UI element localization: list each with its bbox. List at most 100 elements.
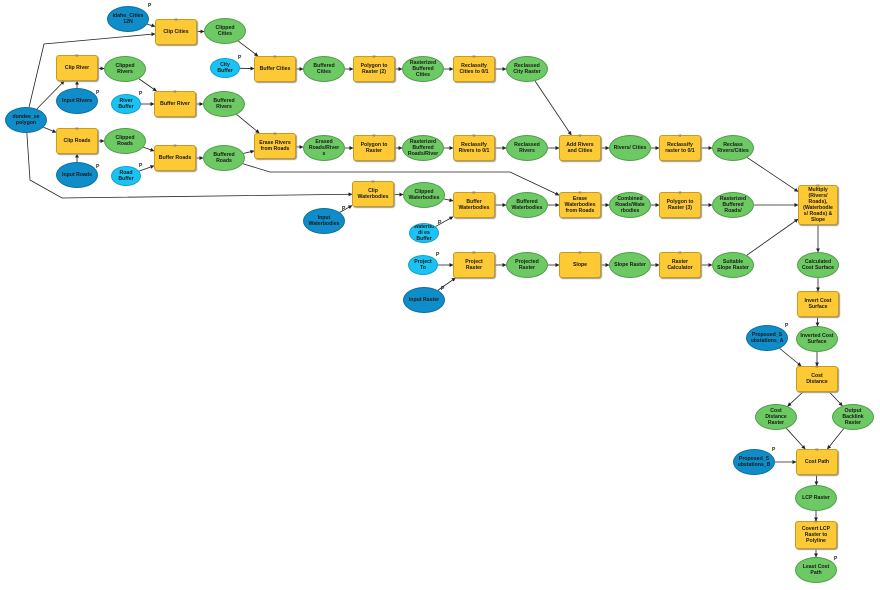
tool-add-rivers-cities[interactable]: Add Rivers and Cities⚒: [559, 134, 601, 161]
hammer-icon: ⚒: [472, 133, 476, 138]
tool-buffer-roads[interactable]: Buffer Roads⚒: [154, 144, 196, 171]
connector-input-raster-to-project-raster[interactable]: [437, 277, 456, 291]
connector-dundee-to-clip-roads[interactable]: [43, 126, 57, 133]
connector-reclassed-city-to-add-rivers-cities[interactable]: [534, 80, 572, 136]
tool-reclass-cities[interactable]: Reclassify Cities to 0/1⚒: [453, 55, 495, 82]
data-idaho-cities[interactable]: Idaho_Cities 12N: [107, 6, 149, 32]
tool-clip-cities[interactable]: Clip Cities⚒: [155, 17, 197, 45]
tool-poly-raster[interactable]: Polygon to Raster⚒: [353, 134, 395, 161]
data-road-buffer[interactable]: Road Buffer: [111, 166, 141, 186]
data-reclassed-city[interactable]: Reclassed City Raster: [506, 56, 548, 82]
data-backlink[interactable]: Output Backlink Raster: [832, 404, 874, 430]
tool-erase-rivers[interactable]: Erase Rivers from Roads⚒: [254, 132, 296, 159]
data-clipped-waterbodies[interactable]: Clipped Waterbodies: [403, 182, 445, 208]
connector-cost-distance-to-backlink[interactable]: [829, 391, 843, 407]
data-clipped-cities[interactable]: Clipped Cities: [204, 18, 246, 44]
tool-multiply[interactable]: Multiply (Rivers/ Roads), (Waterbodies/ …: [798, 184, 838, 225]
data-rasterized-cities[interactable]: Rasterized Buffered Cities: [402, 56, 444, 82]
connector-road-buffer-to-buffer-roads[interactable]: [138, 165, 155, 172]
hammer-icon: ⚒: [174, 17, 178, 22]
data-dundee[interactable]: dundee_se polygon: [5, 107, 47, 133]
data-rasterized-roads[interactable]: Rasterized Buffered Roads/: [712, 192, 754, 218]
connector-input-waterbodies-to-clip-waterbodies[interactable]: [339, 205, 353, 213]
data-reclass-rivers-cities[interactable]: Reclass Rivers/Cities: [712, 135, 754, 161]
data-input-raster[interactable]: Input Raster: [403, 287, 445, 313]
tool-clip-roads[interactable]: Clip Roads⚒: [56, 127, 98, 154]
connector-clipped-rivers-to-buffer-river[interactable]: [138, 78, 157, 92]
data-buffered-cities[interactable]: Buffered Cities: [303, 56, 345, 82]
connector-clipped-roads-to-buffer-roads[interactable]: [143, 146, 155, 152]
data-slope-raster[interactable]: Slope Raster: [609, 252, 651, 278]
tool-poly-raster-3[interactable]: Polygon to Raster (3)⚒: [659, 191, 701, 218]
connector-buffered-roads-to-erase-waterbodies[interactable]: [242, 163, 560, 196]
parameter-marker: P: [342, 206, 346, 212]
tool-convert-lcp[interactable]: Covert LCP Raster to Polyline⚒: [795, 520, 837, 549]
data-rasterized-roads-river[interactable]: Rasterized Buffered Roads/River: [402, 135, 444, 161]
data-least-cost-path[interactable]: Least Cost Path: [795, 557, 837, 583]
data-cost-dist-raster[interactable]: Cost Distance Raster: [755, 404, 797, 430]
data-inverted-cost[interactable]: Inverted Cost Surface: [796, 326, 838, 352]
data-clipped-rivers[interactable]: Clipped Rivers: [104, 56, 146, 82]
connector-dundee-to-clip-river[interactable]: [36, 80, 65, 110]
hammer-icon: ⚒: [815, 447, 819, 452]
connector-backlink-to-cost-path[interactable]: [827, 428, 844, 450]
data-buffered-rivers[interactable]: Buffered Rivers: [203, 91, 245, 117]
connector-reclass-rivers-cities-to-multiply[interactable]: [747, 157, 799, 192]
data-reclassed-rivers[interactable]: Reclassed Rivers: [506, 135, 548, 161]
connector-idaho-cities-to-clip-cities[interactable]: [147, 23, 156, 28]
tool-clip-river[interactable]: Clip River⚒: [56, 54, 98, 81]
data-projected-raster[interactable]: Projected Raster: [506, 252, 548, 278]
parameter-marker: P: [785, 323, 789, 329]
tool-buffer-cities[interactable]: Buffer Cities⚒: [254, 55, 296, 82]
data-input-rivers[interactable]: Input Rivers: [56, 88, 98, 114]
connector-clipped-waterbodies-to-buffer-waterbodies[interactable]: [443, 198, 454, 203]
tool-slope[interactable]: Slope⚒: [559, 251, 601, 278]
tool-reclass-rivers[interactable]: Reclassify Rivers to 0/1⚒: [453, 133, 495, 161]
data-lcp-raster[interactable]: LCP Raster: [795, 485, 837, 511]
data-river-buffer[interactable]: River Buffer: [111, 94, 141, 114]
tool-cost-distance[interactable]: Cost Distance⚒: [796, 365, 838, 392]
tool-erase-waterbodies[interactable]: Erase Waterbodies from Roads⚒: [559, 191, 601, 218]
node-label: Projected Raster: [515, 259, 539, 271]
connector-cost-distance-to-cost-dist-raster[interactable]: [787, 391, 804, 407]
data-input-waterbodies[interactable]: Input Waterbodies: [303, 208, 345, 234]
tool-cost-path[interactable]: Cost Path⚒: [796, 447, 838, 475]
data-buffered-roads[interactable]: Buffered Roads: [203, 145, 245, 171]
data-waterbodies-buffer[interactable]: Waterbodi es Buffer: [409, 223, 439, 243]
data-suitable-slope[interactable]: Suitable Slope Raster: [712, 252, 754, 278]
data-input-roads[interactable]: Input Roads: [56, 162, 98, 188]
tool-poly-raster-2[interactable]: Polygon to Raster (2)⚒: [353, 55, 395, 82]
tool-buffer-river[interactable]: Buffer River⚒: [154, 89, 196, 117]
data-combined-roads[interactable]: Combined Roads/Wate rbodies: [609, 192, 651, 218]
connector-dundee-to-clip-cities[interactable]: [28, 32, 156, 108]
connector-clipped-cities-to-buffer-cities[interactable]: [238, 40, 259, 57]
connector-cost-dist-raster-to-cost-path[interactable]: [786, 428, 806, 450]
data-project-to[interactable]: Project To: [408, 255, 438, 275]
connector-dundee-to-clip-waterbodies[interactable]: [26, 132, 353, 199]
hammer-icon: ⚒: [678, 250, 682, 255]
connector-suitable-slope-to-multiply[interactable]: [746, 218, 799, 256]
tool-buffer-waterbodies[interactable]: Buffer Waterbodies⚒: [453, 191, 495, 218]
tool-project-raster[interactable]: Project Raster⚒: [453, 251, 495, 278]
tool-reclass-raster[interactable]: Reclassify raster to 0/1⚒: [659, 134, 701, 161]
node-label: Clipped Waterbodies: [408, 189, 440, 201]
connector-buffered-roads-to-erase-rivers[interactable]: [243, 149, 255, 154]
connector-waterbodies-buffer-to-buffer-waterbodies[interactable]: [435, 216, 454, 227]
tool-clip-waterbodies[interactable]: Clip Waterbodies⚒: [352, 180, 394, 207]
data-proposed-a[interactable]: Proposed_S ubstations_A: [746, 325, 788, 351]
hammer-icon: ⚒: [816, 289, 820, 294]
data-proposed-b[interactable]: Proposed_S ubstations_B: [733, 449, 775, 475]
tool-invert-cost[interactable]: Invert Cost Surface⚒: [797, 289, 839, 317]
data-buffered-waterbodies[interactable]: Buffered Waterbodies: [506, 192, 548, 218]
tool-raster-calc[interactable]: Raster Calculator⚒: [659, 250, 701, 278]
data-erased-roads[interactable]: Erased Roads/River s: [303, 135, 345, 161]
data-calc-cost[interactable]: Calculated Cost Surface: [797, 252, 839, 278]
data-rivers-cities[interactable]: Rivers/ Cities: [609, 135, 651, 161]
connector-proposed-a-to-cost-distance[interactable]: [779, 348, 802, 367]
connector-buffered-rivers-to-erase-rivers[interactable]: [236, 114, 260, 134]
hammer-icon: ⚒: [173, 89, 177, 94]
data-clipped-roads[interactable]: Clipped Roads: [104, 128, 146, 154]
node-label: Input Raster: [408, 297, 440, 303]
data-city-buffer[interactable]: City Buffer: [210, 58, 240, 78]
